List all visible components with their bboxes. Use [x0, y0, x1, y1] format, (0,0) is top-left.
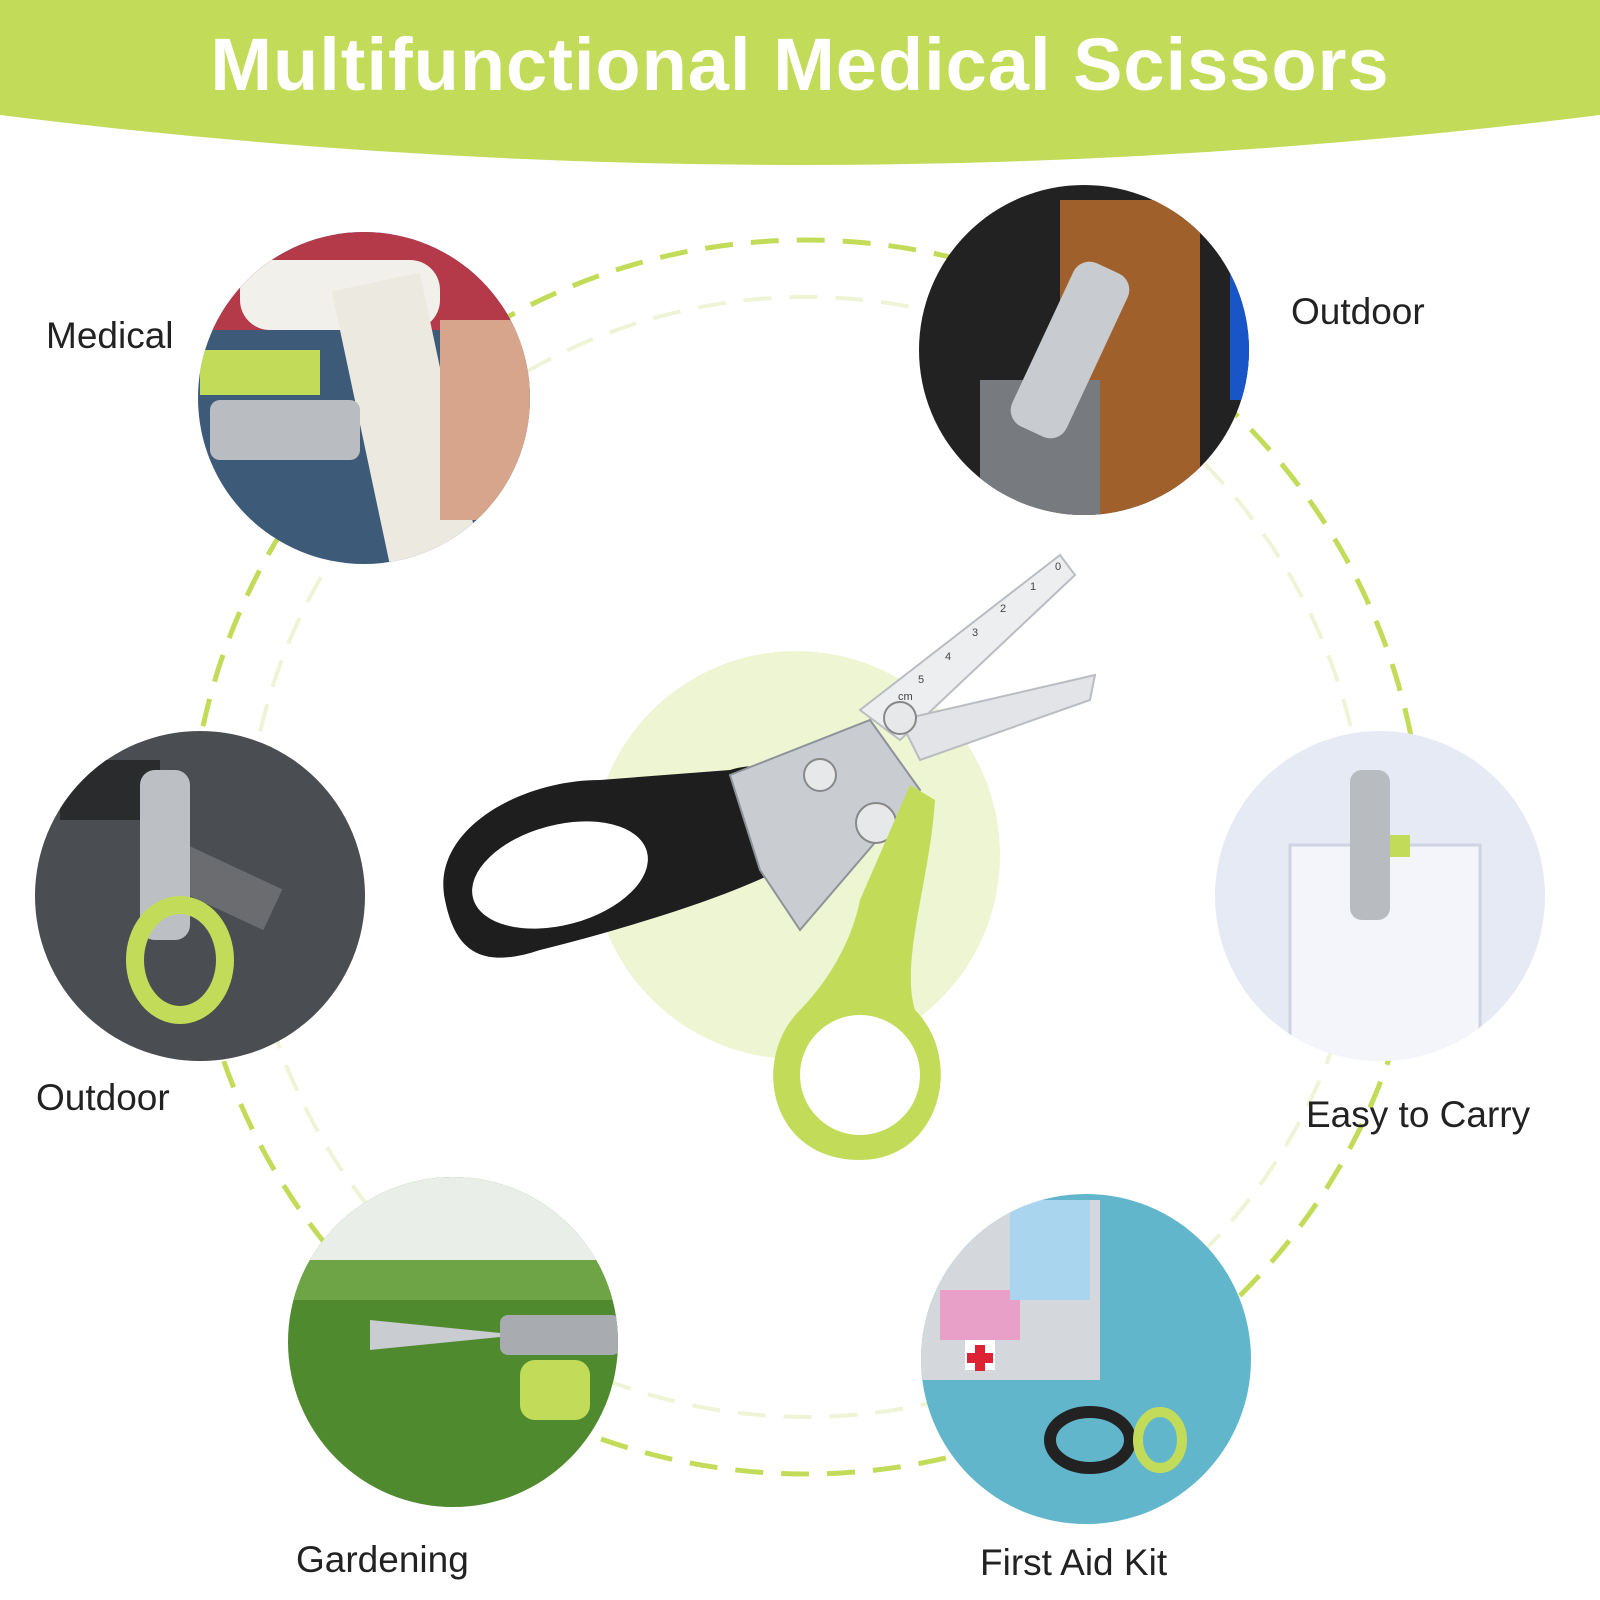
blade-ruler [858, 553, 1077, 742]
label-first-aid-kit: First Aid Kit [980, 1542, 1168, 1583]
label-outdoor-top: Outdoor [1291, 291, 1425, 332]
label-medical: Medical [46, 315, 174, 356]
photo-gardening [288, 1177, 618, 1507]
ruler-mark: 4 [945, 651, 951, 663]
blade-lower [898, 673, 1097, 762]
steel-body [728, 718, 922, 932]
label-gardening: Gardening [296, 1539, 469, 1580]
ruler-marks: 0 1 2 3 4 5 cm [898, 561, 1061, 703]
photo-easy-to-carry [1215, 731, 1545, 1061]
ruler-mark: 0 [1055, 561, 1061, 573]
ruler-mark: 2 [1000, 603, 1006, 615]
label-easy-to-carry: Easy to Carry [1306, 1094, 1531, 1135]
photo-first-aid-kit [921, 1194, 1251, 1524]
page-title: Multifunctional Medical Scissors [210, 23, 1390, 106]
header-banner [0, 0, 1600, 165]
product-scissors: 0 1 2 3 4 5 cm [443, 553, 1097, 1160]
photo-medical [198, 232, 530, 564]
ruler-mark: cm [898, 691, 913, 703]
photo-outdoor-backpack [35, 731, 365, 1061]
photo-outdoor-pouch [919, 185, 1249, 515]
ruler-mark: 3 [972, 627, 978, 639]
ruler-mark: 1 [1030, 581, 1036, 593]
label-outdoor-left: Outdoor [36, 1077, 170, 1118]
ruler-mark: 5 [918, 674, 924, 686]
